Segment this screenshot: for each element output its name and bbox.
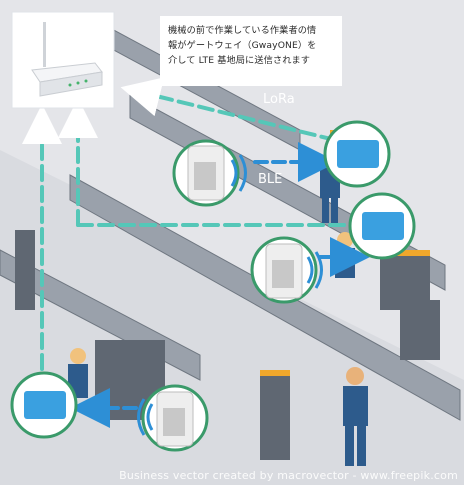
beacon-card [323, 120, 391, 188]
worker [343, 367, 368, 466]
gateway-device [11, 11, 115, 109]
beacon-card [348, 192, 416, 260]
sensor-tag [137, 384, 209, 452]
lora-link [22, 77, 352, 392]
callout-line: 報がゲートウェイ（GwayONE）を [168, 40, 317, 51]
description-callout: 機械の前で作業している作業者の情 報がゲートウェイ（GwayONE）を 介して … [160, 16, 342, 86]
ble-link [70, 142, 370, 428]
credit-text: Business vector created by macrovector -… [119, 469, 458, 482]
ble-label: BLE [258, 172, 283, 187]
lora-label: LoRa [263, 92, 295, 107]
sensor-tag [250, 236, 323, 304]
sensor-tag [172, 139, 247, 207]
callout-line: 機械の前で作業している作業者の情 [168, 25, 317, 36]
beacon-card [10, 371, 78, 439]
callout-line: 介して LTE 基地局に送信されます [168, 55, 311, 66]
